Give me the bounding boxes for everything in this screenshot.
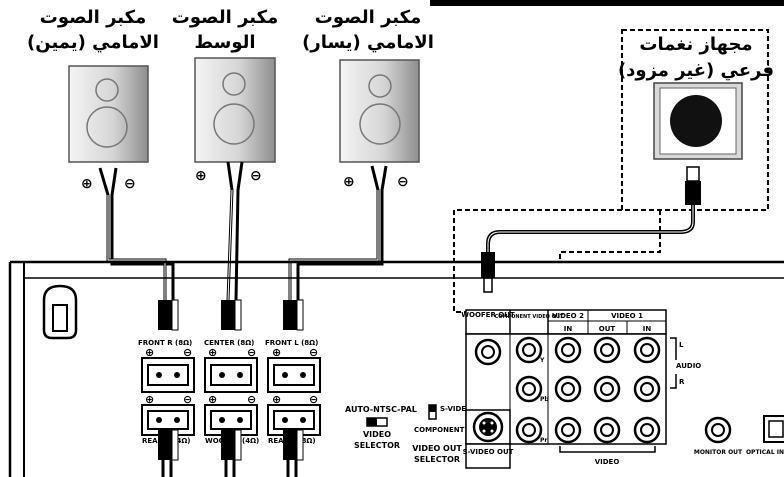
svg-text:OUT: OUT <box>599 325 616 333</box>
svg-text:R: R <box>679 378 685 386</box>
svg-text:⊕: ⊕ <box>145 393 154 406</box>
video1-out-video-jack <box>593 416 621 444</box>
svg-text:⊖: ⊖ <box>183 393 192 406</box>
video1-in-r-jack <box>633 375 661 403</box>
svg-text:⊖: ⊖ <box>397 174 409 190</box>
svg-text:Y: Y <box>539 357 545 364</box>
svideo-out-jack[interactable] <box>465 409 511 445</box>
component-y-jack <box>515 336 543 364</box>
svg-text:SELECTOR: SELECTOR <box>354 441 400 450</box>
front-right-plugs <box>158 299 179 331</box>
svg-text:Pr: Pr <box>540 437 547 444</box>
svg-text:⊖: ⊖ <box>309 393 318 406</box>
center-plugs <box>221 299 242 331</box>
svg-text:Pb: Pb <box>540 396 549 403</box>
svg-text:مجهاز نغمات: مجهاز نغمات <box>639 34 752 55</box>
video-selector[interactable]: AUTO-NTSC-PAL VIDEO SELECTOR <box>345 405 417 450</box>
svg-text:⊕: ⊕ <box>145 346 154 359</box>
svg-text:L: L <box>679 341 684 349</box>
svg-text:⊕: ⊕ <box>272 346 281 359</box>
rca-jacks[interactable] <box>474 336 732 444</box>
front-left-plugs <box>283 299 304 331</box>
svg-text:AUTO-NTSC-PAL: AUTO-NTSC-PAL <box>345 405 417 414</box>
video1-out-r-jack <box>593 375 621 403</box>
component-pr-jack <box>515 416 543 444</box>
svg-text:⊖: ⊖ <box>124 176 136 192</box>
front-left-speaker <box>339 59 420 163</box>
subwoofer-unit <box>653 82 743 160</box>
video-out-selector[interactable]: S-VIDEO COMPONENT VIDEO OUT SELECTOR <box>412 404 472 464</box>
svg-text:⊖: ⊖ <box>250 168 262 184</box>
component-pb-jack <box>515 375 543 403</box>
woofer-out-jack <box>474 338 502 366</box>
video1-label: VIDEO 1 <box>611 312 643 320</box>
subwoofer-dashed-frame <box>621 29 769 211</box>
woofer-out-label: WOOFER OUT <box>461 311 515 319</box>
center-speaker-label: مكبر الصوت الوسط <box>172 7 278 53</box>
svg-text:⊖: ⊖ <box>309 346 318 359</box>
optical-in-jack[interactable] <box>763 415 784 443</box>
svg-text:⊕: ⊕ <box>195 168 207 184</box>
optical-in-label: OPTICAL IN <box>746 449 784 456</box>
front-left-speaker-label: مكبر الصوت الامامي (يسار) <box>302 7 434 53</box>
svideo-out-label: S-VIDEO OUT <box>463 448 514 456</box>
svg-text:⊕: ⊕ <box>272 393 281 406</box>
svg-text:⊖: ⊖ <box>247 346 256 359</box>
center-terminal-label: CENTER (8Ω) <box>204 339 254 347</box>
svg-text:⊕: ⊕ <box>343 174 355 190</box>
audio-lr-marker: L AUDIO R <box>670 337 701 389</box>
header-bar <box>430 0 784 6</box>
front-right-speaker-label: مكبر الصوت الامامي (يمين) <box>27 7 159 53</box>
svg-text:S-VIDEO: S-VIDEO <box>440 405 472 413</box>
svg-text:SELECTOR: SELECTOR <box>414 455 460 464</box>
video1-out-l-jack <box>593 336 621 364</box>
svg-text:IN: IN <box>643 325 652 333</box>
svg-text:مكبر الصوت: مكبر الصوت <box>40 7 146 28</box>
svg-text:COMPONENT: COMPONENT <box>414 426 465 434</box>
svg-text:IN: IN <box>564 325 573 333</box>
ac-inlet <box>42 284 78 340</box>
svg-text:VIDEO: VIDEO <box>363 430 391 439</box>
video2-in-r-jack <box>554 375 582 403</box>
svg-text:مكبر الصوت: مكبر الصوت <box>172 7 278 28</box>
svg-text:⊕: ⊕ <box>208 393 217 406</box>
svg-text:VIDEO: VIDEO <box>595 458 620 466</box>
subwoofer-cable <box>481 166 701 293</box>
subwoofer-label: مجهاز نغمات فرعي (غير مزود) <box>618 34 774 81</box>
speaker-cable-outline <box>107 189 379 301</box>
video2-in-l-jack <box>554 336 582 364</box>
svg-text:⊕: ⊕ <box>81 176 93 192</box>
front-l-label: FRONT L (8Ω) <box>265 339 318 347</box>
video1-in-l-jack <box>633 336 661 364</box>
svg-text:الامامي (يسار): الامامي (يسار) <box>302 32 434 53</box>
svg-text:مكبر الصوت: مكبر الصوت <box>315 7 421 28</box>
svg-text:⊖: ⊖ <box>247 393 256 406</box>
front-r-label: FRONT R (8Ω) <box>138 339 192 347</box>
svg-text:الوسط: الوسط <box>194 32 255 53</box>
svg-text:الامامي (يمين): الامامي (يمين) <box>27 32 159 53</box>
svg-text:⊖: ⊖ <box>183 346 192 359</box>
component-video-out-label: COMPONENT VIDEO OUT <box>495 314 564 320</box>
svideo-label-box <box>465 443 511 469</box>
monitor-out-jack <box>704 416 732 444</box>
center-speaker <box>194 57 276 163</box>
svg-text:AUDIO: AUDIO <box>676 362 701 370</box>
front-right-speaker <box>68 65 149 163</box>
component-jack-labels: Y Pb Pr <box>539 357 549 444</box>
video-bracket: VIDEO <box>559 446 656 466</box>
monitor-out-label: MONITOR OUT <box>694 449 743 456</box>
video2-in-video-jack <box>554 416 582 444</box>
video2-label: VIDEO 2 <box>552 312 584 320</box>
receiver-chassis <box>8 260 784 477</box>
speaker-terminals: FRONT R (8Ω) CENTER (8Ω) FRONT L (8Ω) ⊕ … <box>138 299 321 477</box>
video1-in-video-jack <box>633 416 661 444</box>
speaker-polarity-marks: ⊕ ⊖ ⊕ ⊖ ⊕ ⊖ <box>81 168 409 192</box>
svg-text:فرعي (غير مزود): فرعي (غير مزود) <box>618 60 774 81</box>
svg-text:⊕: ⊕ <box>208 346 217 359</box>
svg-text:VIDEO OUT: VIDEO OUT <box>412 444 462 453</box>
